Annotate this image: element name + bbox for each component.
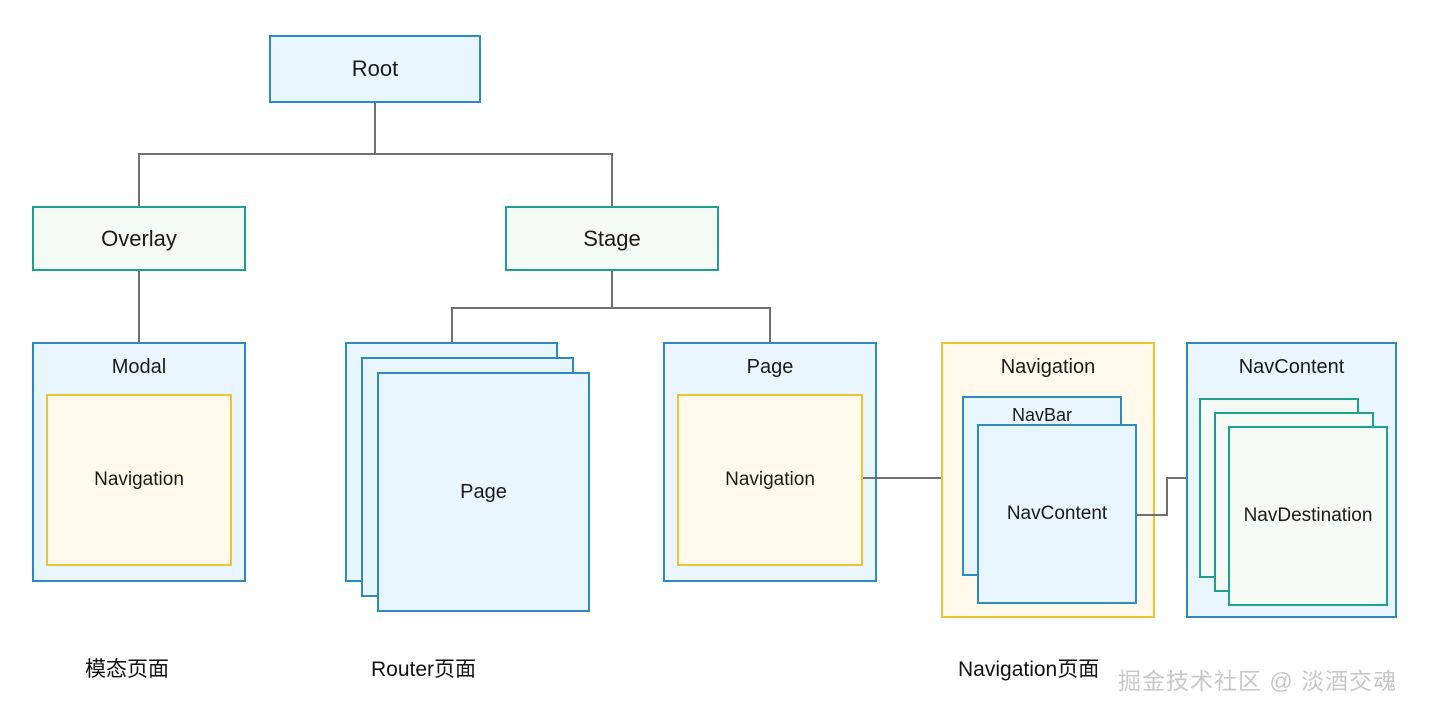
navigation-navbar-label: NavBar [1011, 405, 1073, 425]
modal-navigation-label: Navigation [94, 469, 184, 491]
connector-stage-page [769, 307, 771, 343]
connector-stage-bus [451, 307, 771, 309]
connector-navcontent-step-3 [1166, 477, 1194, 479]
connector-page-navigation [863, 477, 943, 479]
navdestination-stack-front[interactable]: NavDestination [1228, 426, 1388, 606]
group-page-label: Page [746, 356, 794, 378]
router-page-stack-front[interactable]: Page [377, 372, 590, 612]
connector-overlay-down [138, 153, 140, 206]
navigation-navcontent-box[interactable]: NavContent [977, 424, 1137, 604]
router-page-stack-label: Page [460, 480, 507, 503]
group-navcontent-label: NavContent [1238, 356, 1345, 378]
connector-navcontent-step-2 [1166, 477, 1168, 516]
watermark: 掘金技术社区 @ 淡酒交魂 [1118, 668, 1398, 694]
connector-root-bus [138, 153, 613, 155]
node-stage-label: Stage [583, 225, 641, 251]
connector-stage-down [611, 153, 613, 206]
group-modal-label: Modal [111, 356, 167, 378]
connector-navcontent-step-1 [1137, 514, 1168, 516]
modal-navigation-box[interactable]: Navigation [46, 394, 232, 566]
navigation-navcontent-label: NavContent [1006, 503, 1108, 525]
connector-overlay-modal [138, 271, 140, 343]
connector-stage-bus-down [611, 271, 613, 308]
connector-root-down [374, 103, 376, 154]
page-navigation-box[interactable]: Navigation [677, 394, 863, 566]
caption-modal: 模态页面 [85, 658, 169, 681]
caption-router: Router页面 [371, 658, 477, 681]
navdestination-stack-label: NavDestination [1243, 505, 1373, 527]
page-navigation-label: Navigation [725, 469, 815, 491]
group-navigation-label: Navigation [1000, 356, 1096, 378]
node-overlay[interactable]: Overlay [32, 206, 246, 271]
node-stage[interactable]: Stage [505, 206, 719, 271]
connector-stage-pagestack [451, 307, 453, 343]
node-root-label: Root [351, 56, 399, 82]
node-overlay-label: Overlay [101, 225, 177, 251]
node-root[interactable]: Root [269, 35, 481, 103]
caption-navigation: Navigation页面 [958, 658, 1100, 681]
